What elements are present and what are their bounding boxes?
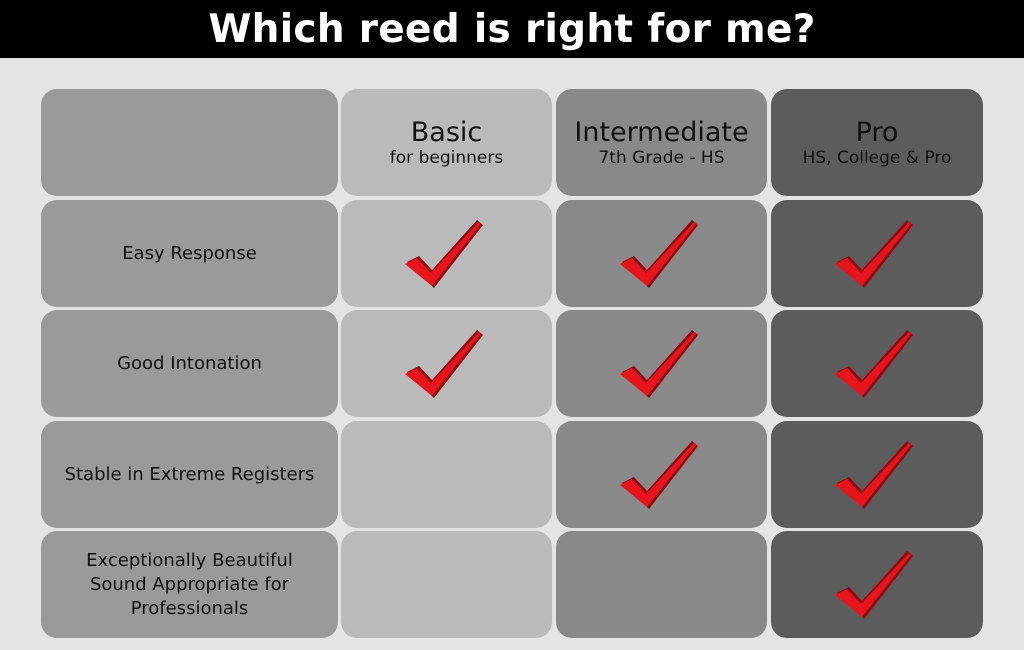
feature-cell (341, 421, 552, 528)
checkmark-icon (835, 220, 913, 288)
tier-subtitle: HS, College & Pro (802, 147, 952, 168)
tier-name: Pro (855, 116, 899, 148)
tier-header-basic: Basic for beginners (341, 89, 552, 196)
feature-label-cell: Stable in Extreme Registers (41, 421, 338, 528)
checkmark-icon (405, 220, 483, 288)
feature-cell (556, 310, 767, 417)
feature-cell (771, 200, 983, 307)
checkmark-icon (835, 551, 913, 619)
feature-label: Stable in Extreme Registers (64, 463, 315, 485)
feature-label: Easy Response (122, 242, 257, 264)
tier-header-pro: Pro HS, College & Pro (771, 89, 983, 196)
feature-label-cell: Exceptionally Beautiful Sound Appropriat… (41, 531, 338, 638)
tier-subtitle: 7th Grade - HS (598, 147, 725, 168)
feature-cell (771, 421, 983, 528)
feature-label-cell: Easy Response (41, 200, 338, 307)
checkmark-icon (835, 441, 913, 509)
feature-label-cell: Good Intonation (41, 310, 338, 417)
checkmark-icon (620, 330, 698, 398)
feature-label: Good Intonation (117, 352, 262, 374)
feature-cell (341, 200, 552, 307)
header-empty-cell (41, 89, 338, 196)
page-title: Which reed is right for me? (208, 6, 816, 52)
feature-cell (556, 200, 767, 307)
feature-cell (556, 421, 767, 528)
feature-cell (771, 310, 983, 417)
feature-cell (556, 531, 767, 638)
feature-cell (341, 310, 552, 417)
feature-cell (341, 531, 552, 638)
checkmark-icon (620, 441, 698, 509)
tier-name: Basic (410, 116, 483, 148)
checkmark-icon (405, 330, 483, 398)
header-bar: Which reed is right for me? (0, 0, 1024, 58)
checkmark-icon (835, 330, 913, 398)
feature-cell (771, 531, 983, 638)
checkmark-icon (620, 220, 698, 288)
tier-header-intermediate: Intermediate 7th Grade - HS (556, 89, 767, 196)
tier-name: Intermediate (574, 116, 749, 148)
feature-label: Exceptionally Beautiful Sound Appropriat… (86, 549, 293, 619)
tier-subtitle: for beginners (389, 147, 504, 168)
